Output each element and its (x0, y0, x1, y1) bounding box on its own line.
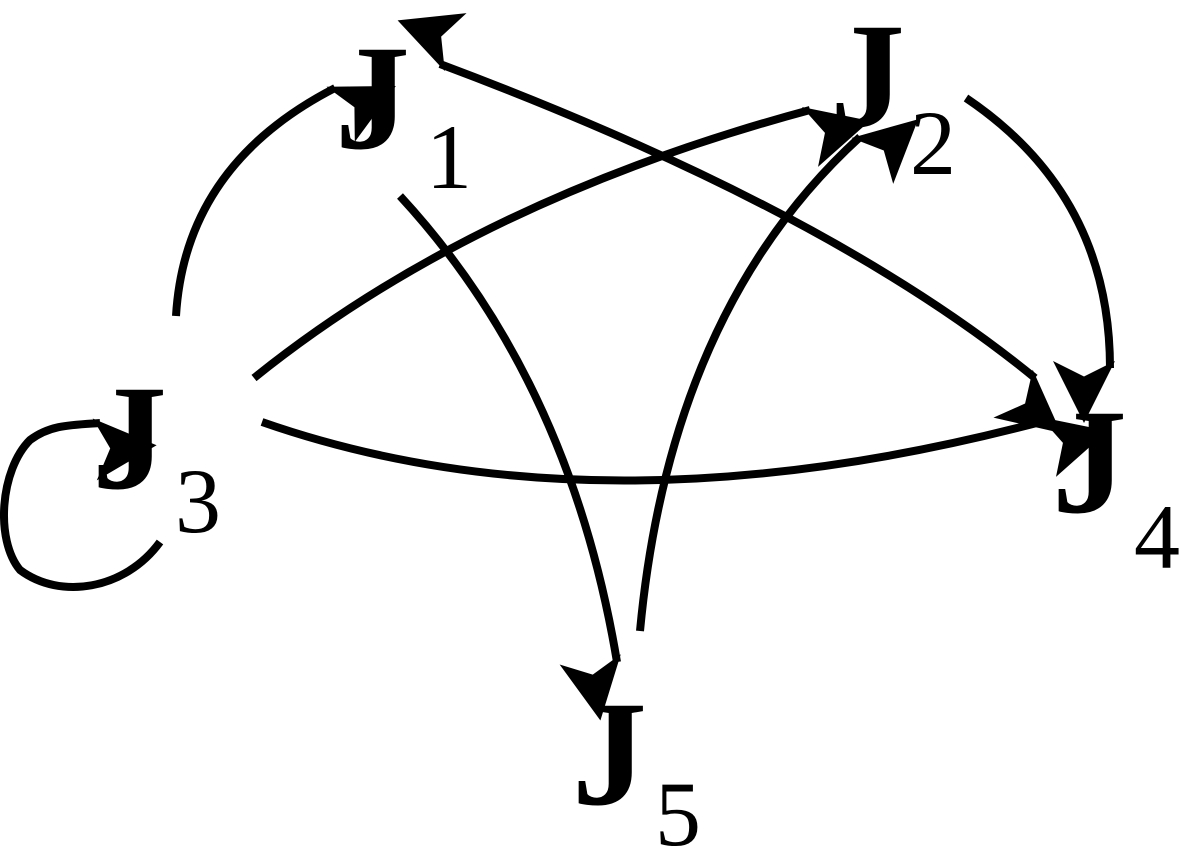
node-j2-letter: J (830, 0, 905, 159)
node-j5: J 5 (572, 671, 701, 849)
edges-group (0, 13, 1115, 721)
node-j4-subscript: 4 (1134, 486, 1180, 588)
edge-j3-to-j4 (260, 416, 1108, 485)
node-j1-letter: J (335, 15, 410, 181)
edge-j5-to-j2 (636, 119, 919, 632)
node-j3: J 3 (92, 355, 221, 552)
edge-j2-to-j4 (963, 94, 1115, 424)
edge-j3-self-loop (0, 418, 164, 591)
node-j4: J 4 (1052, 379, 1180, 588)
node-j2: J 2 (830, 0, 956, 194)
edge-j3-to-j2 (251, 106, 870, 382)
node-j4-letter: J (1052, 379, 1127, 545)
node-j5-subscript: 5 (655, 763, 701, 849)
node-j5-letter: J (572, 671, 647, 837)
edge-j1-to-j5 (397, 193, 621, 721)
node-j1: J 1 (335, 15, 472, 208)
node-j1-subscript: 1 (426, 106, 472, 208)
node-j3-subscript: 3 (175, 450, 221, 552)
edge-j3-to-j1 (172, 84, 396, 317)
node-j3-letter: J (92, 355, 167, 521)
node-j2-subscript: 2 (910, 92, 956, 194)
